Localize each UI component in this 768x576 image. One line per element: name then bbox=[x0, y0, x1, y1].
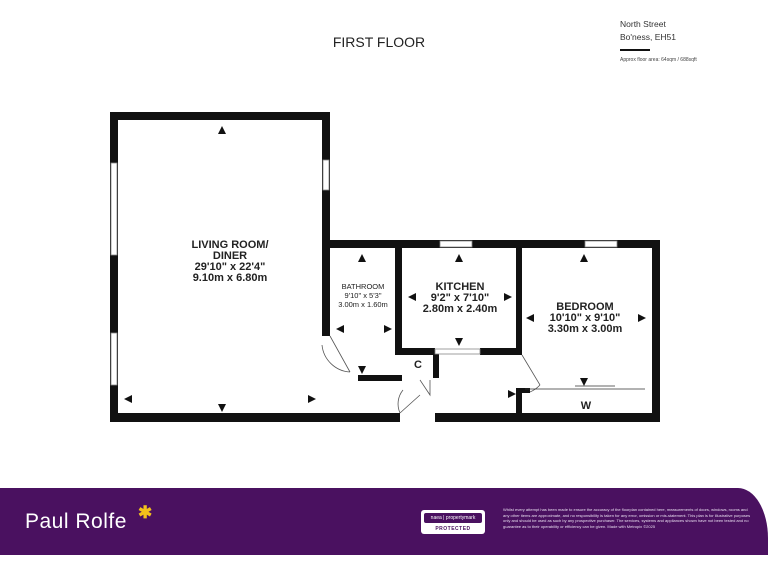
wall bbox=[516, 388, 522, 414]
arrow-down-icon bbox=[580, 378, 588, 386]
divider bbox=[620, 49, 650, 51]
address-block: North Street Bo'ness, EH51 Approx floor … bbox=[620, 18, 697, 67]
wall bbox=[110, 112, 118, 422]
address-line-1: North Street bbox=[620, 19, 666, 29]
arrow-left-icon bbox=[124, 395, 132, 403]
room-name: DINER bbox=[212, 250, 248, 262]
room-imperial: 10'10" x 9'10" bbox=[549, 312, 621, 324]
wall bbox=[516, 388, 530, 393]
room-name: KITCHEN bbox=[435, 281, 485, 293]
window bbox=[110, 162, 118, 256]
address-line-2: Bo'ness, EH51 bbox=[620, 32, 676, 42]
wall bbox=[358, 375, 402, 381]
brand-logo: Paul Rolfe bbox=[25, 510, 127, 533]
window bbox=[439, 240, 473, 248]
arrow-up-icon bbox=[455, 254, 463, 262]
floor-area: Approx floor area: 64sqm / 688sqft bbox=[620, 57, 697, 63]
arrow-right-icon bbox=[508, 390, 516, 398]
wall bbox=[652, 240, 660, 422]
badge-subtitle: PROTECTED bbox=[435, 526, 471, 532]
room-imperial: 9'2" x 7'10" bbox=[430, 292, 490, 304]
badge-title: naea | propertymark bbox=[424, 513, 482, 523]
arrow-right-icon bbox=[504, 293, 512, 301]
room-label-living: LIVING ROOM/ DINER 29'10" x 22'4" 9.10m … bbox=[160, 240, 300, 284]
arrow-up-icon bbox=[358, 254, 366, 262]
arrow-up-icon bbox=[580, 254, 588, 262]
entrance-door bbox=[397, 389, 421, 414]
wardrobe-doors bbox=[525, 385, 645, 390]
arrow-down-icon bbox=[218, 404, 226, 412]
arrow-down-icon bbox=[455, 338, 463, 346]
room-label-bedroom: BEDROOM 10'10" x 9'10" 3.30m x 3.00m bbox=[530, 302, 640, 335]
windows bbox=[110, 159, 618, 422]
door-gap bbox=[400, 413, 435, 422]
arrow-left-icon bbox=[526, 314, 534, 322]
window bbox=[322, 159, 330, 191]
wall bbox=[395, 348, 435, 355]
dimension-markers bbox=[124, 126, 646, 412]
arrow-right-icon bbox=[308, 395, 316, 403]
room-label-bathroom: BATHROOM 9'10" x 5'3" 3.00m x 1.60m bbox=[328, 282, 398, 309]
kitchen-opening bbox=[434, 348, 481, 355]
arrow-right-icon bbox=[638, 314, 646, 322]
arrow-right-icon bbox=[384, 325, 392, 333]
cupboard-door bbox=[419, 379, 431, 397]
wall bbox=[322, 248, 330, 336]
bathroom-door bbox=[321, 335, 351, 373]
arrow-up-icon bbox=[218, 126, 226, 134]
wall bbox=[395, 248, 402, 352]
window bbox=[110, 332, 118, 386]
naea-badge: naea | propertymark PROTECTED bbox=[421, 510, 485, 534]
wall bbox=[516, 248, 522, 355]
room-name: BEDROOM bbox=[556, 301, 614, 313]
room-label-kitchen: KITCHEN 9'2" x 7'10" 2.80m x 2.40m bbox=[405, 282, 515, 315]
wall bbox=[433, 350, 439, 378]
room-metric: 3.00m x 1.60m bbox=[338, 300, 388, 309]
floor-plan bbox=[110, 112, 660, 422]
floor-title: FIRST FLOOR bbox=[332, 34, 426, 50]
wall bbox=[322, 240, 660, 248]
room-metric: 9.10m x 6.80m bbox=[192, 272, 268, 284]
wall bbox=[110, 112, 330, 120]
room-imperial: 9'10" x 5'3" bbox=[344, 291, 382, 300]
room-name: BATHROOM bbox=[341, 282, 385, 291]
footer-banner bbox=[0, 488, 768, 555]
room-metric: 2.80m x 2.40m bbox=[422, 303, 498, 315]
bedroom-door bbox=[521, 354, 541, 393]
wall bbox=[435, 413, 660, 422]
wall bbox=[480, 348, 522, 355]
room-imperial: 29'10" x 22'4" bbox=[194, 261, 266, 273]
doors bbox=[321, 335, 645, 414]
cupboard-label: C bbox=[414, 359, 422, 371]
arrow-left-icon bbox=[408, 293, 416, 301]
wardrobe-label: W bbox=[580, 400, 592, 412]
asterisk-icon: ✱ bbox=[138, 503, 153, 522]
arrow-down-icon bbox=[358, 366, 366, 374]
room-metric: 3.30m x 3.00m bbox=[547, 323, 623, 335]
wall bbox=[110, 413, 400, 422]
room-name: LIVING ROOM/ bbox=[191, 239, 269, 251]
disclaimer: Whilst every attempt has been made to en… bbox=[503, 507, 751, 529]
window bbox=[584, 240, 618, 248]
arrow-left-icon bbox=[336, 325, 344, 333]
